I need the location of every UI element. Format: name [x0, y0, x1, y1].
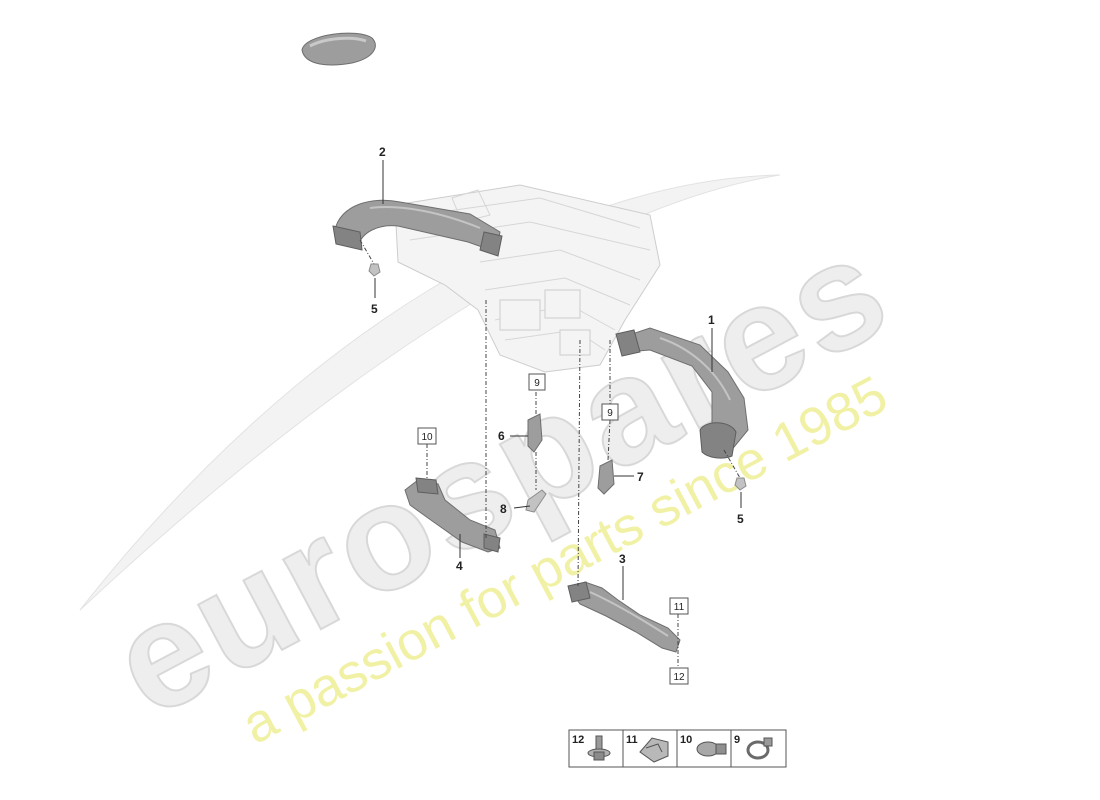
callout-1: 1: [708, 313, 715, 327]
fastener-legend: 12 11 10 9: [568, 729, 787, 768]
callout-3: 3: [619, 552, 626, 566]
callout-5-right: 5: [737, 512, 744, 526]
cover-cap: [301, 32, 376, 66]
clip-nut-icon: [639, 737, 669, 763]
boxed-ref-9-right: 9: [607, 408, 613, 419]
boxed-ref-12: 12: [673, 672, 685, 683]
part-7-bracket: [597, 459, 615, 495]
callout-8: 8: [500, 502, 507, 516]
part-8-clip: [525, 489, 547, 513]
torx-bolt-icon: [587, 735, 611, 761]
callout-labels: 2 5 1 5 6 7 8 4 3: [371, 145, 744, 573]
callout-4: 4: [456, 559, 463, 573]
boxed-references: 9 9 10 11 12: [417, 373, 689, 685]
svg-text:11: 11: [626, 734, 638, 746]
callout-7: 7: [637, 470, 644, 484]
legend-item-11: 11: [626, 734, 669, 763]
assembly-lines: [359, 239, 741, 668]
callout-2: 2: [379, 145, 386, 159]
boxed-ref-11: 11: [674, 602, 685, 613]
watermark-swoosh: [79, 174, 781, 611]
callout-6: 6: [498, 429, 505, 443]
hose-clamp-icon: [746, 737, 773, 760]
leader-lines: [374, 160, 742, 600]
part-3-footwell-duct: [567, 581, 681, 653]
part-1-right-air-duct: [615, 327, 749, 459]
boxed-ref-9-center: 9: [534, 378, 540, 389]
callout-5-left: 5: [371, 302, 378, 316]
part-4-footwell-duct: [404, 477, 501, 553]
legend-item-10: 10: [680, 734, 727, 757]
svg-text:12: 12: [572, 734, 584, 746]
legend-item-9: 9: [734, 734, 773, 760]
part-6-bracket: [527, 413, 543, 453]
legend-item-12: 12: [572, 734, 611, 761]
part-2-left-air-duct: [332, 199, 503, 257]
svg-text:9: 9: [734, 734, 740, 746]
expanding-rivet-icon: [696, 741, 727, 757]
part-5-fastener-left: [368, 263, 381, 277]
part-5-fastener-right: [734, 477, 747, 491]
svg-text:10: 10: [680, 734, 692, 746]
boxed-ref-10: 10: [421, 432, 433, 443]
